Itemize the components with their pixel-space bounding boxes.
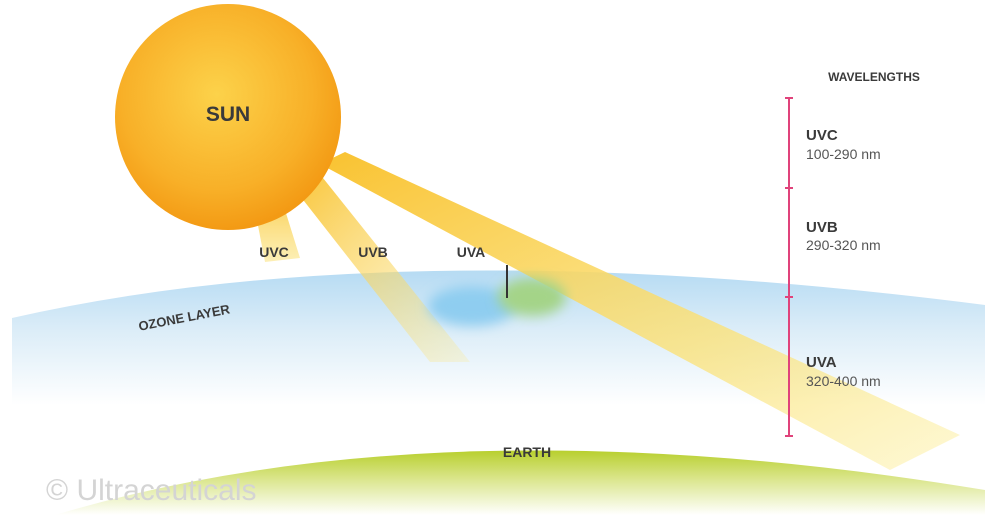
earth-surface (55, 450, 985, 515)
ray-label-uva: UVA (457, 244, 486, 260)
earth-label: EARTH (503, 444, 551, 460)
ozone-absorption-patch-uva (498, 278, 566, 316)
band-range-uvb: 290-320 nm (806, 237, 881, 253)
sun-label: SUN (206, 103, 250, 126)
band-name-uva: UVA (806, 354, 837, 371)
sun (115, 4, 341, 230)
wavelengths-title: WAVELENGTHS (828, 70, 920, 84)
ray-label-uvc: UVC (259, 244, 289, 260)
uva-ray (320, 152, 960, 470)
ozone-absorption-patch-uvb (428, 286, 516, 326)
ray-label-uvb: UVB (358, 244, 388, 260)
band-range-uvc: 100-290 nm (806, 146, 881, 162)
band-range-uva: 320-400 nm (806, 373, 881, 389)
band-name-uvc: UVC (806, 127, 838, 144)
uvb-ray (286, 168, 470, 362)
band-name-uvb: UVB (806, 219, 838, 236)
copyright-watermark: © Ultraceuticals (46, 474, 257, 507)
